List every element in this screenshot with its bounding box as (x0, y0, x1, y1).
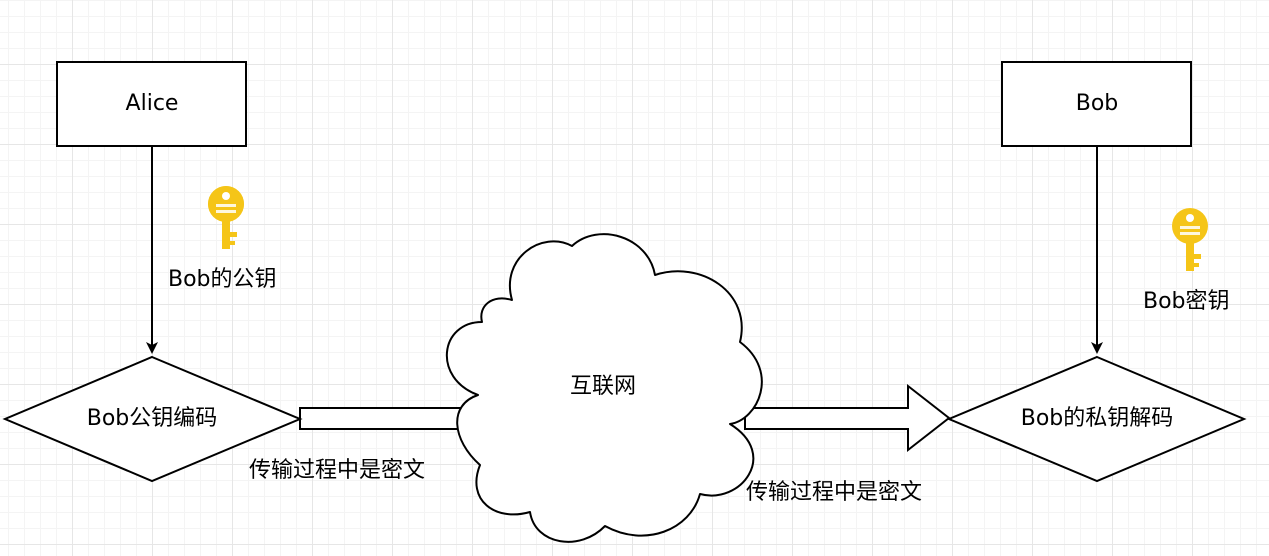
decode-label: Bob的私钥解码 (1020, 406, 1174, 431)
alice-label: Alice (125, 91, 179, 116)
bob-box[interactable] (1001, 61, 1192, 147)
ciphertext-right-label: 传输过程中是密文 (746, 480, 923, 505)
internet-cloud[interactable] (445, 233, 763, 543)
decode-diamond[interactable] (946, 355, 1247, 483)
bob-label: Bob (1075, 91, 1119, 116)
internet-label: 互联网 (569, 374, 637, 399)
alice-box[interactable] (56, 61, 247, 147)
encode-label: Bob公钥编码 (86, 406, 218, 431)
left-transfer-arrow[interactable] (299, 407, 481, 430)
right-transfer-arrow[interactable] (744, 383, 951, 453)
private-key-label: Bob密钥 (1143, 289, 1230, 314)
encode-diamond[interactable] (2, 355, 303, 483)
key-icon (208, 186, 244, 249)
public-key-label: Bob的公钥 (168, 267, 277, 292)
ciphertext-left-label: 传输过程中是密文 (249, 458, 426, 483)
key-icon (1172, 208, 1208, 271)
